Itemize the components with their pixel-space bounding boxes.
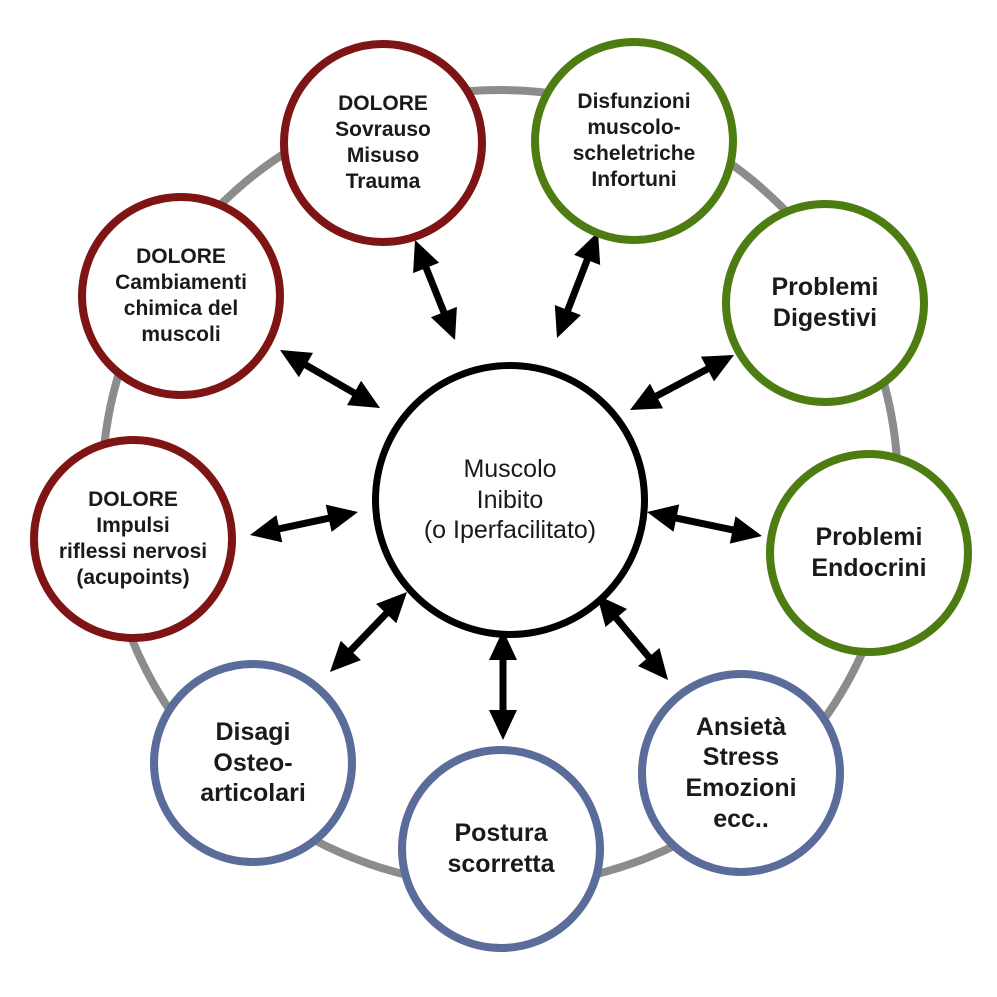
node-label-line: Sovrauso xyxy=(335,118,431,142)
center-label: Muscolo Inibito (o Iperfacilitato) xyxy=(424,454,596,546)
arrow-anxiety-stress xyxy=(597,595,668,680)
arrow-pain-overuse xyxy=(413,240,457,340)
node-label-line: DOLORE xyxy=(338,92,428,116)
center-label-line: (o Iperfacilitato) xyxy=(423,516,597,545)
node-pain-chemistry: DOLORE Cambiamenti chimica del muscoli xyxy=(78,193,284,399)
node-label-line: Misuso xyxy=(346,144,420,167)
node-label-line: ecc.. xyxy=(713,804,769,833)
node-label: DOLORE Cambiamenti chimica del muscoli xyxy=(115,244,247,347)
node-label: DOLORE Sovrauso Misuso Trauma xyxy=(335,91,431,194)
arrow-shaft xyxy=(653,364,711,401)
node-label-line: riflessi nervosi xyxy=(58,540,208,563)
node-label: DOLORE Impulsi riflessi nervosi (acupoin… xyxy=(59,487,207,590)
node-label-line: Endocrini xyxy=(811,554,927,582)
arrow-bad-posture xyxy=(489,630,517,740)
node-label-line: Osteo- xyxy=(213,748,293,777)
arrow-shaft xyxy=(302,361,358,397)
arrow-musculoskeletal-dysfunctions xyxy=(554,232,601,338)
node-label-line: Ansietà xyxy=(695,712,787,741)
arrow-head xyxy=(325,504,358,532)
arrow-shaft xyxy=(673,514,736,534)
node-label-line: Impulsi xyxy=(96,514,170,538)
node-label-line: Emozioni xyxy=(685,774,797,802)
node-pain-reflexes: DOLORE Impulsi riflessi nervosi (acupoin… xyxy=(30,436,236,642)
node-label-line: scheletriche xyxy=(572,142,696,165)
arrow-shaft xyxy=(276,514,332,533)
node-label-line: Trauma xyxy=(345,169,421,193)
node-anxiety-stress: Ansietà Stress Emozioni ecc.. xyxy=(638,670,844,876)
center-node: Muscolo Inibito (o Iperfacilitato) xyxy=(372,362,648,638)
arrow-shaft xyxy=(422,264,448,316)
arrow-pain-chemistry xyxy=(280,350,380,408)
node-musculoskeletal-dysfunctions: Disfunzioni muscolo- scheletriche Infort… xyxy=(531,38,737,244)
node-label-line: (acupoints) xyxy=(76,565,190,589)
node-label-line: DOLORE xyxy=(136,245,226,269)
node-label-line: Postura xyxy=(454,819,548,848)
node-label: Problemi Endocrini xyxy=(811,522,926,584)
arrow-head xyxy=(729,516,762,544)
arrow-head xyxy=(376,592,407,624)
node-label-line: Cambiamenti xyxy=(115,271,247,295)
node-label-line: Infortuni xyxy=(591,167,677,191)
arrow-head xyxy=(554,305,581,338)
node-osteo-articular: Disagi Osteo- articolari xyxy=(150,660,356,866)
arrow-shaft xyxy=(612,614,653,661)
node-label-line: Digestivi xyxy=(772,304,878,332)
node-label-line: DOLORE xyxy=(88,488,178,512)
arrow-head xyxy=(638,648,668,680)
arrow-digestive-problems xyxy=(630,355,734,410)
node-label: Postura scorretta xyxy=(448,818,555,880)
node-label: Ansietà Stress Emozioni ecc.. xyxy=(685,712,796,835)
arrow-head xyxy=(630,383,664,410)
node-label-line: Disfunzioni xyxy=(577,90,691,114)
arrow-pain-reflexes xyxy=(250,504,358,543)
arrow-head xyxy=(647,504,680,532)
arrow-osteo-articular xyxy=(330,592,407,672)
center-label-line: Inibito xyxy=(476,485,544,514)
node-label: Problemi Digestivi xyxy=(772,272,879,334)
arrow-head xyxy=(330,640,361,672)
center-label-line: Muscolo xyxy=(463,454,557,483)
node-label-line: Disagi xyxy=(215,717,291,746)
node-label-line: Problemi xyxy=(815,523,923,552)
node-label-line: muscolo- xyxy=(587,116,681,140)
arrow-head xyxy=(250,515,283,543)
node-label-line: Stress xyxy=(702,743,780,772)
node-label-line: Problemi xyxy=(771,273,879,302)
arrow-head xyxy=(574,232,601,265)
arrow-head xyxy=(597,595,627,627)
arrow-head xyxy=(280,350,313,378)
arrow-shaft xyxy=(346,609,391,655)
arrow-shaft xyxy=(563,256,592,314)
arrow-head xyxy=(413,240,440,274)
node-label: Disagi Osteo- articolari xyxy=(200,717,306,809)
arrow-head xyxy=(700,355,734,382)
node-label-line: articolari xyxy=(200,779,306,808)
node-endocrine-problems: Problemi Endocrini xyxy=(766,450,972,656)
node-bad-posture: Postura scorretta xyxy=(398,746,604,952)
arrow-endocrine-problems xyxy=(647,504,762,544)
arrow-head xyxy=(489,630,517,660)
arrow-head xyxy=(430,306,457,340)
node-label-line: chimica del xyxy=(123,297,239,320)
node-label: Disfunzioni muscolo- scheletriche Infort… xyxy=(573,89,696,192)
node-label-line: muscoli xyxy=(141,322,221,346)
arrow-head xyxy=(489,710,517,740)
node-label-line: scorretta xyxy=(447,850,555,878)
node-digestive-problems: Problemi Digestivi xyxy=(722,200,928,406)
arrow-head xyxy=(347,380,380,408)
node-pain-overuse: DOLORE Sovrauso Misuso Trauma xyxy=(280,40,486,246)
